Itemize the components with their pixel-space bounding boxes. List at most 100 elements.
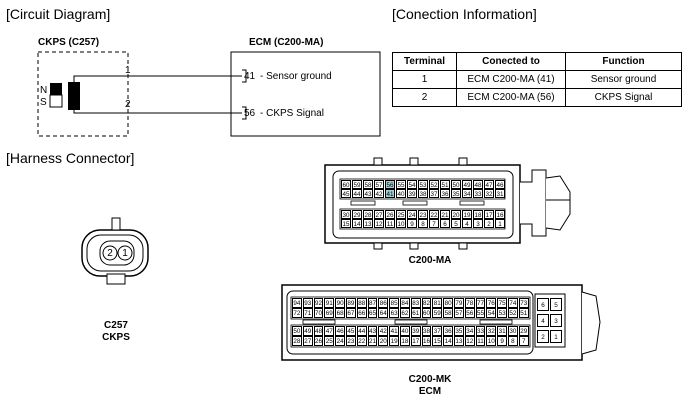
pin41-number: 41: [244, 71, 256, 82]
pin-cell: 38: [421, 326, 432, 336]
pin-cell: 11: [385, 219, 395, 228]
pin-cell: 3: [473, 219, 483, 228]
pin-cell: 54: [486, 308, 497, 318]
pin-cell: 80: [443, 298, 453, 308]
pin-cell: 20: [378, 336, 389, 346]
wire-2: [73, 110, 242, 114]
pin-cell: 69: [324, 308, 335, 318]
pin-cell: 45: [341, 189, 351, 198]
pin-cell: 1: [550, 330, 562, 343]
table-cell: CKPS Signal: [565, 88, 682, 107]
pin-cell: 43: [363, 189, 373, 198]
pin-cell: 51: [518, 308, 529, 318]
table-cell: ECM C200-MA (56): [456, 88, 566, 107]
pin-cell: 72: [292, 308, 302, 318]
pin-cell: 23: [346, 336, 356, 346]
pin-cell: 1: [495, 219, 505, 228]
pin-cell: 22: [356, 336, 367, 346]
pin-cell: 47: [324, 326, 335, 336]
pin-cell: 30: [341, 210, 351, 219]
pin-cell: 57: [454, 308, 464, 318]
pin-cell: 10: [486, 336, 497, 346]
pin-cell: 75: [497, 298, 507, 308]
pin-cell: 6: [440, 219, 450, 228]
pole-n-label: N: [40, 85, 48, 96]
pin-cell: 54: [407, 180, 417, 189]
pin-cell: 63: [389, 308, 399, 318]
pin-cell: 26: [385, 210, 395, 219]
pin-cell: 19: [389, 336, 399, 346]
header-function: Function: [565, 52, 682, 71]
pin-cell: 65: [367, 308, 378, 318]
pin-cell: 29: [352, 210, 362, 219]
pin-cell: 46: [495, 180, 505, 189]
pin-cell: 52: [429, 180, 439, 189]
pin-cell: 39: [410, 326, 421, 336]
pin-cell: 21: [440, 210, 450, 219]
c257-name: C257: [104, 320, 128, 331]
pin-cell: 7: [429, 219, 439, 228]
pin-cell: 16: [495, 210, 505, 219]
pin-cell: 67: [346, 308, 356, 318]
c200mk-desc: ECM: [418, 386, 442, 397]
pin-cell: 62: [400, 308, 410, 318]
pin56-description: - CKPS Signal: [260, 108, 324, 119]
pin-cell: 43: [367, 326, 378, 336]
pin-cell: 41: [389, 326, 399, 336]
pin-cell: 17: [410, 336, 421, 346]
header-connected-to: Conected to: [456, 52, 566, 71]
pin-cell: 73: [518, 298, 529, 308]
pin41-marker: [242, 69, 247, 83]
pin-cell: 84: [400, 298, 410, 308]
pin-cell: 55: [475, 308, 486, 318]
c257-pin-2: 2: [107, 248, 113, 259]
pin-cell: 29: [518, 326, 529, 336]
pin-cell: 50: [451, 180, 461, 189]
pin-cell: 40: [400, 326, 410, 336]
c200mk-connector: [281, 284, 601, 361]
c200mk-name: C200-MK: [408, 374, 452, 385]
pin-cell: 42: [374, 189, 384, 198]
pin-cell: 89: [346, 298, 356, 308]
pin-cell: 28: [363, 210, 373, 219]
pin-cell: 86: [378, 298, 389, 308]
table-row: 2 ECM C200-MA (56) CKPS Signal: [392, 88, 682, 107]
pin-cell: 27: [374, 210, 384, 219]
pin-cell: 52: [508, 308, 518, 318]
pin-cell: 15: [432, 336, 443, 346]
pin-cell: 94: [292, 298, 302, 308]
pin-cell: 77: [475, 298, 486, 308]
pin-cell: 24: [407, 210, 417, 219]
pin-cell: 20: [451, 210, 461, 219]
pin-cell: 27: [302, 336, 313, 346]
pin-cell: 16: [421, 336, 432, 346]
pin-cell: 13: [454, 336, 464, 346]
magnet-s-block: [49, 94, 63, 108]
pin-cell: 82: [421, 298, 432, 308]
pin-cell: 2: [484, 219, 494, 228]
pin-cell: 49: [302, 326, 313, 336]
pin-cell: 28: [292, 336, 302, 346]
table-cell: 1: [392, 70, 457, 89]
pin-cell: 66: [356, 308, 367, 318]
pin-cell: 15: [341, 219, 351, 228]
pin-cell: 10: [396, 219, 406, 228]
pin-cell: 53: [497, 308, 507, 318]
pin-cell: 34: [464, 326, 475, 336]
ecm-label: ECM (C200-MA): [249, 37, 324, 48]
c257-pin-1: 1: [122, 248, 128, 259]
c200ma-connector: [324, 157, 571, 250]
magnet-n-block: [50, 83, 62, 95]
pin-cell: 14: [352, 219, 362, 228]
pin-cell: 41: [385, 189, 395, 198]
pin-cell: 91: [324, 298, 335, 308]
pin-cell: 9: [497, 336, 507, 346]
pin-cell: 58: [363, 180, 373, 189]
pin-cell: 36: [440, 189, 450, 198]
pin-cell: 48: [473, 180, 483, 189]
table-cell: Sensor ground: [565, 70, 682, 89]
pin-cell: 6: [537, 298, 549, 311]
wire-1-label: 1: [125, 65, 131, 76]
pin-cell: 78: [464, 298, 475, 308]
